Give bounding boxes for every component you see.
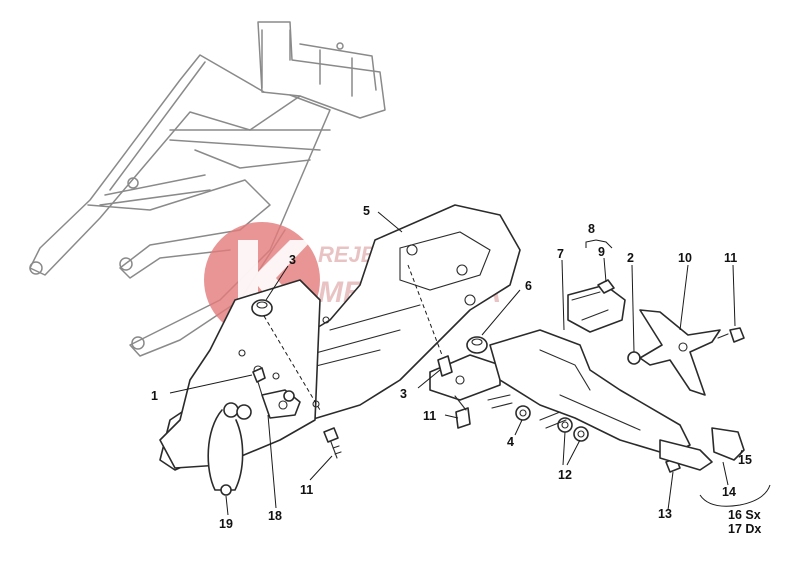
- callout-2: 2: [627, 251, 634, 265]
- callout-11-bottom: 11: [300, 483, 313, 497]
- callout-12: 12: [558, 468, 572, 482]
- callouts: 1 2 3 3 4 5 6 7 8 9 10 11 11 11 12 13 14…: [151, 204, 761, 536]
- turn-signal-part-14: [659, 439, 713, 471]
- callout-19: 19: [219, 517, 233, 531]
- callout-5: 5: [363, 204, 370, 218]
- callout-1: 1: [151, 389, 158, 403]
- callout-18: 18: [268, 509, 282, 523]
- lens-part-15: [711, 427, 745, 461]
- leader-lines: [169, 211, 771, 516]
- callout-15: 15: [738, 453, 752, 467]
- relay-bracket-part-18: [261, 389, 301, 419]
- callout-7: 7: [557, 247, 564, 261]
- screw-part-11-left: [323, 427, 342, 459]
- callout-13: 13: [658, 507, 672, 521]
- screw-part-11-mid: [454, 395, 471, 429]
- connector-part-8: [567, 284, 626, 333]
- ground-cable-part-19: [207, 402, 252, 496]
- callout-4: 4: [507, 435, 514, 449]
- callout-11-right: 11: [724, 251, 737, 265]
- callout-3-top: 3: [289, 253, 296, 267]
- plate-bracket-part-10: [639, 309, 721, 396]
- callout-8: 8: [588, 222, 595, 236]
- wiring: [487, 394, 567, 429]
- callout-10: 10: [678, 251, 692, 265]
- screw-part-1: [252, 367, 266, 396]
- rear-subframe: [29, 21, 386, 357]
- nut-part-2: [627, 351, 641, 365]
- callout-14: 14: [722, 485, 736, 499]
- light-support-part-7: [489, 329, 691, 456]
- callout-3-mid: 3: [400, 387, 407, 401]
- callout-6: 6: [525, 279, 532, 293]
- grommet-part-6: [466, 336, 488, 354]
- plug-part-9: [597, 279, 615, 294]
- grommet-part-3-top: [251, 299, 273, 317]
- left-tray: [159, 279, 321, 469]
- callout-9: 9: [598, 245, 605, 259]
- callout-11-mid: 11: [423, 409, 436, 423]
- callout-16: 16 Sx: [728, 508, 761, 522]
- bushing-part-4: [515, 405, 531, 421]
- screw-part-11-right: [717, 327, 745, 343]
- callout-17: 17 Dx: [728, 522, 761, 536]
- bracket-part-3-mid: [429, 354, 501, 401]
